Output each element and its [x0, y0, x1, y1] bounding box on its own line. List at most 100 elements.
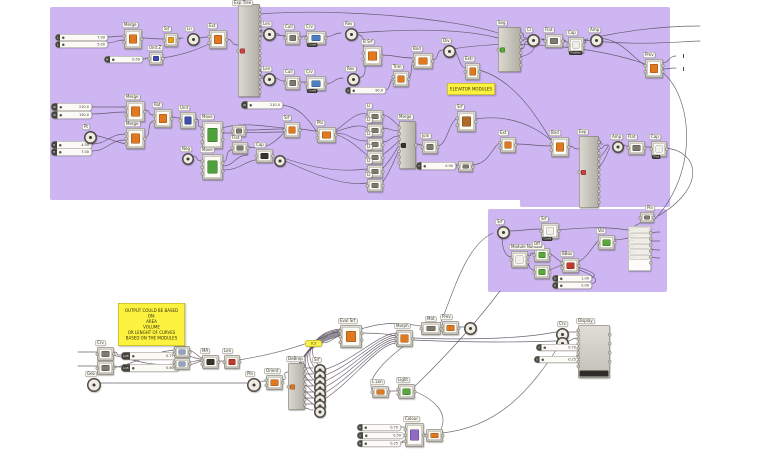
- slider-height-1-grip[interactable]: [58, 143, 62, 147]
- component-flatten-b[interactable]: [543, 34, 565, 48]
- component-extrude-a[interactable]: [207, 30, 229, 49]
- out-port[interactable]: [143, 110, 147, 114]
- component-move-b1[interactable]: [200, 121, 225, 149]
- in-port[interactable]: [576, 360, 580, 364]
- out-port[interactable]: [413, 390, 417, 394]
- out-port[interactable]: [608, 360, 612, 364]
- in-port[interactable]: [361, 51, 365, 55]
- out-port[interactable]: [221, 169, 225, 174]
- out-port[interactable]: [143, 137, 147, 141]
- in-port[interactable]: [152, 114, 156, 118]
- out-port[interactable]: [519, 57, 523, 61]
- in-port[interactable]: [509, 258, 513, 262]
- in-port[interactable]: [304, 82, 308, 86]
- out-port[interactable]: [519, 32, 523, 36]
- slider-display-2-grip[interactable]: [541, 358, 544, 361]
- component-unit-b[interactable]: [178, 112, 198, 129]
- slider-dim-1-grip[interactable]: [559, 277, 563, 280]
- node-point-b[interactable]: [84, 131, 97, 144]
- slider-factor-grip[interactable]: [111, 58, 115, 61]
- out-port[interactable]: [597, 184, 601, 188]
- in-port[interactable]: [162, 38, 166, 42]
- component-unit-z-a[interactable]: [147, 52, 165, 65]
- in-port[interactable]: [124, 113, 128, 117]
- out-port[interactable]: [387, 390, 391, 394]
- component-module-number[interactable]: [509, 251, 530, 268]
- slider-t-param-grip[interactable]: [423, 164, 426, 168]
- node-divide-a[interactable]: [443, 45, 456, 58]
- out-port[interactable]: [431, 59, 435, 63]
- slider-colour-g-grip[interactable]: [364, 434, 368, 437]
- out-port[interactable]: [258, 46, 262, 51]
- in-port[interactable]: [396, 392, 400, 396]
- out-port[interactable]: [661, 64, 665, 68]
- in-port[interactable]: [200, 165, 204, 169]
- slider-width-2-grip[interactable]: [59, 113, 62, 117]
- in-port[interactable]: [440, 324, 444, 328]
- slider-width-3-grip[interactable]: [249, 103, 252, 107]
- out-port[interactable]: [519, 44, 523, 49]
- node-point-b2[interactable]: [274, 155, 286, 167]
- in-port[interactable]: [391, 75, 395, 79]
- out-port[interactable]: [303, 382, 307, 386]
- out-port[interactable]: [258, 7, 262, 12]
- out-port[interactable]: [303, 397, 307, 402]
- out-port[interactable]: [258, 32, 262, 36]
- in-port[interactable]: [397, 125, 401, 130]
- in-port[interactable]: [172, 360, 176, 365]
- component-srf-e2[interactable]: [539, 223, 561, 239]
- out-port[interactable]: [303, 392, 307, 397]
- in-port[interactable]: [576, 342, 580, 346]
- node-len-a[interactable]: [263, 28, 276, 41]
- out-port[interactable]: [258, 17, 262, 22]
- out-port[interactable]: [665, 147, 669, 151]
- in-port[interactable]: [397, 143, 401, 147]
- in-port[interactable]: [498, 141, 502, 145]
- out-port[interactable]: [561, 39, 565, 43]
- out-port[interactable]: [298, 128, 302, 132]
- in-port[interactable]: [200, 126, 204, 131]
- in-port[interactable]: [200, 358, 204, 362]
- out-port[interactable]: [441, 434, 445, 438]
- slider-width-1-grip[interactable]: [59, 105, 62, 109]
- component-loft-f4a[interactable]: [172, 346, 192, 358]
- component-orient-f9[interactable]: [264, 375, 285, 390]
- in-port[interactable]: [403, 427, 407, 432]
- in-port[interactable]: [254, 154, 258, 158]
- in-port[interactable]: [539, 229, 543, 233]
- out-port[interactable]: [608, 342, 612, 346]
- out-port[interactable]: [649, 255, 653, 259]
- in-port[interactable]: [264, 383, 268, 387]
- in-port[interactable]: [283, 36, 287, 40]
- in-port[interactable]: [122, 34, 126, 38]
- node-amplitude-b[interactable]: [590, 34, 603, 47]
- out-port[interactable]: [381, 143, 385, 147]
- in-port[interactable]: [596, 241, 600, 245]
- out-port[interactable]: [597, 173, 601, 177]
- out-port[interactable]: [303, 377, 307, 381]
- in-port[interactable]: [420, 145, 424, 149]
- in-port[interactable]: [361, 57, 365, 62]
- in-port[interactable]: [576, 333, 580, 337]
- out-port[interactable]: [514, 143, 518, 147]
- component-trim-b[interactable]: [391, 71, 411, 87]
- in-port[interactable]: [236, 49, 240, 53]
- out-port[interactable]: [244, 129, 248, 133]
- out-port[interactable]: [548, 270, 552, 274]
- in-port[interactable]: [543, 39, 547, 43]
- slider-loft-1-grip[interactable]: [132, 354, 135, 358]
- in-port[interactable]: [304, 36, 308, 40]
- out-port[interactable]: [225, 38, 229, 42]
- component-points-c[interactable]: [315, 127, 338, 143]
- in-port[interactable]: [122, 40, 126, 45]
- node-geometry-f7[interactable]: [87, 378, 101, 392]
- out-port[interactable]: [298, 36, 302, 40]
